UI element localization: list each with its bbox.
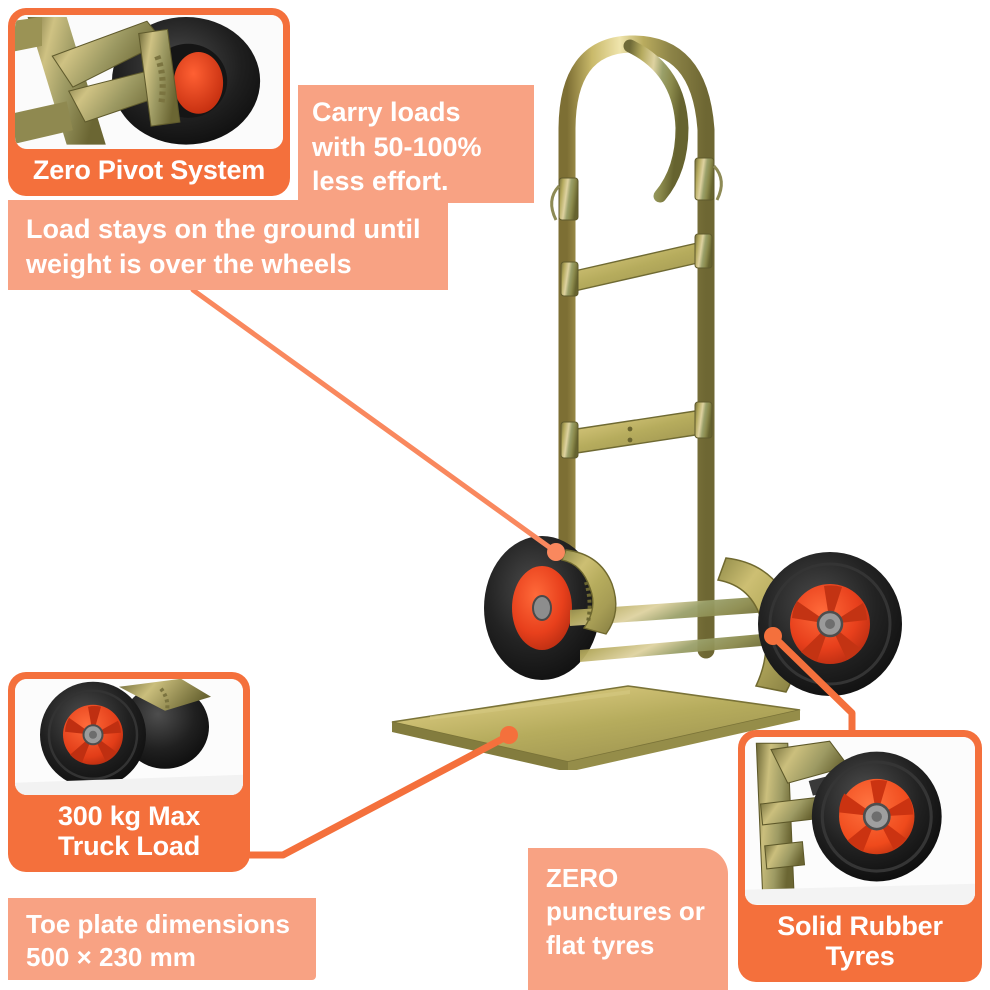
zero-punctures-line1: ZERO [546, 863, 619, 893]
max-load-caption-line1: 300 kg Max [57, 800, 201, 831]
callout-toe-plate-dimensions: Toe plate dimensions 500 × 230 mm [8, 898, 316, 980]
toe-plate-line1: Toe plate dimensions [26, 909, 290, 939]
max-load-inset-photo [15, 679, 243, 795]
max-load-caption: 300 kg Max Truck Load [15, 795, 243, 865]
callout-zero-punctures: ZERO punctures or flat tyres [528, 848, 728, 990]
toe-plate-line2: 500 × 230 mm [26, 942, 196, 973]
zero-pivot-caption: Zero Pivot System [32, 154, 266, 185]
callout-card-max-truck-load[interactable]: 300 kg Max Truck Load [8, 672, 250, 872]
callout-card-solid-rubber-tyres[interactable]: Solid Rubber Tyres [738, 730, 982, 982]
callout-card-zero-pivot-system[interactable]: Zero Pivot System [8, 8, 290, 196]
solid-tyres-caption-line2: Tyres [825, 940, 895, 971]
solid-tyres-caption-line1: Solid Rubber [777, 910, 943, 941]
zero-punctures-line2: punctures or [546, 896, 705, 927]
callout-carry-loads-text: Carry loads with 50-100% less effort. [298, 85, 534, 203]
solid-tyres-caption: Solid Rubber Tyres [745, 905, 975, 975]
callout-load-stays-text: Load stays on the ground until weight is… [8, 200, 448, 290]
zero-pivot-inset-photo [15, 15, 283, 149]
zero-punctures-line3: flat tyres [546, 929, 655, 960]
max-load-caption-line2: Truck Load [57, 830, 201, 861]
solid-tyre-inset-photo [745, 737, 975, 905]
